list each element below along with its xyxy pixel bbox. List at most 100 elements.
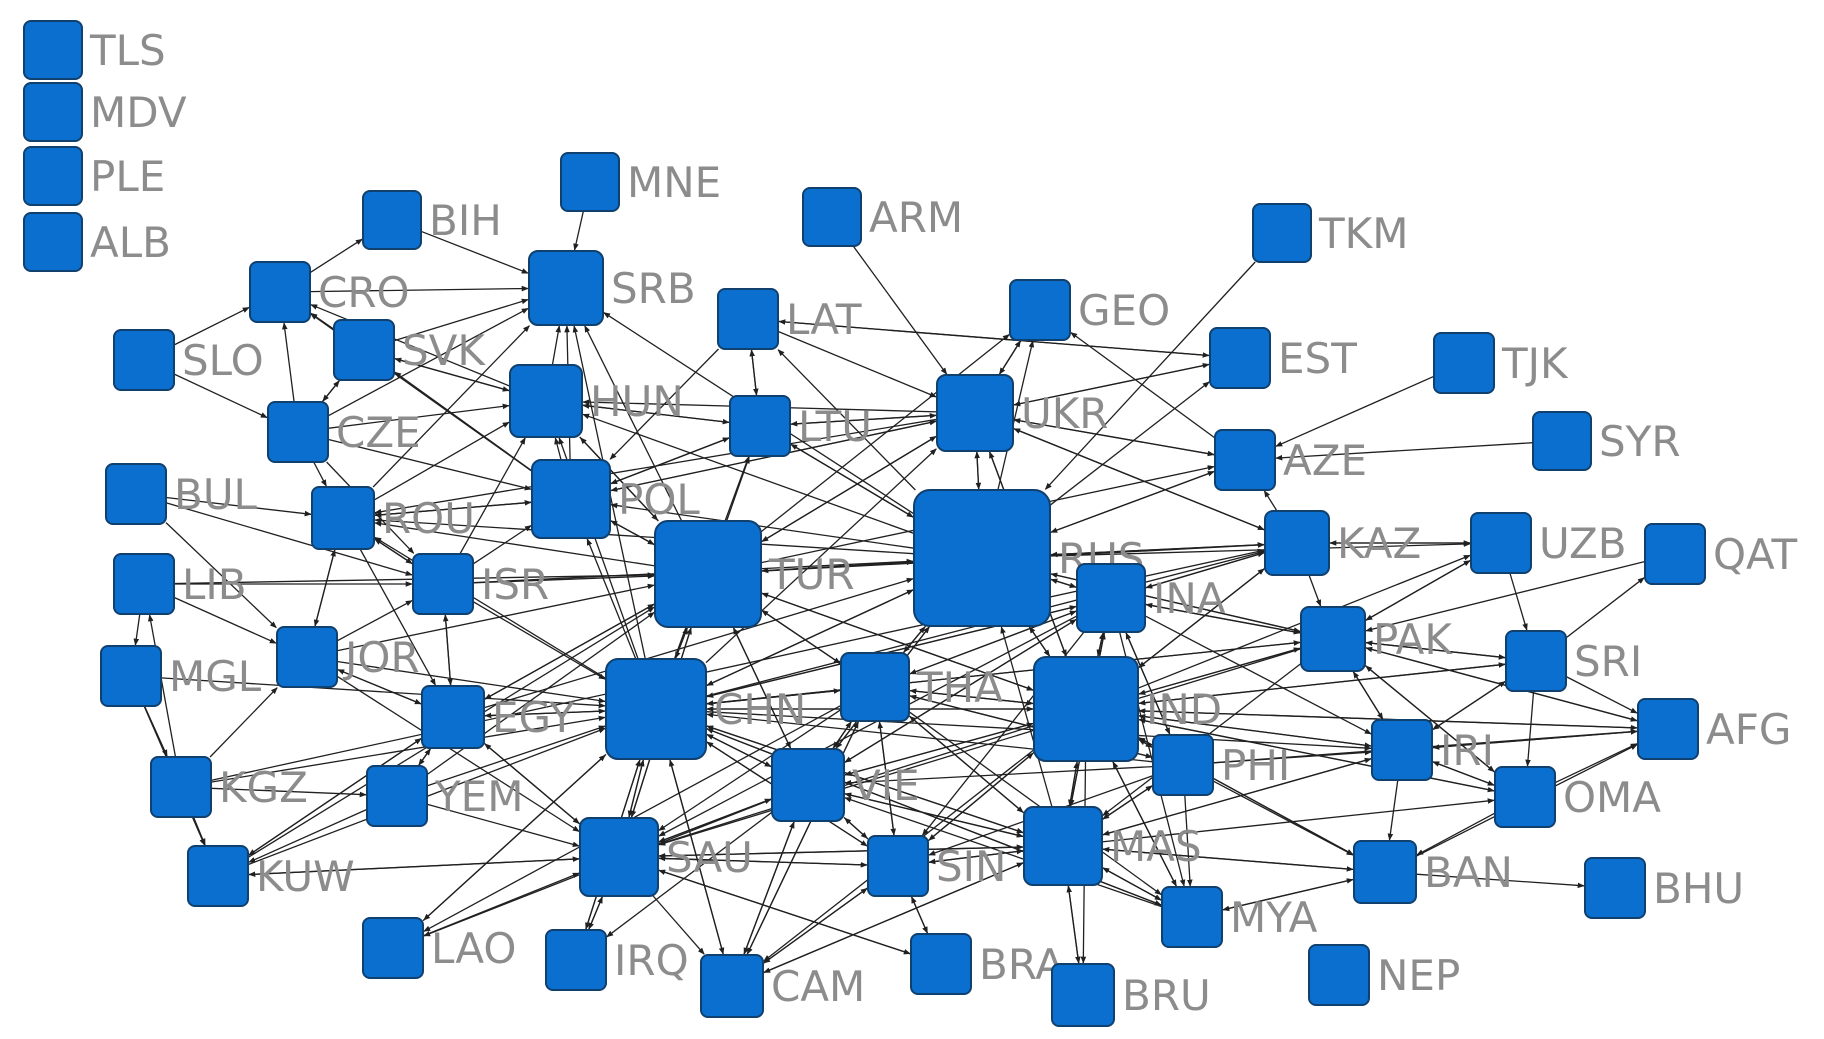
- node-vie[interactable]: VIE: [771, 748, 920, 822]
- node-rou[interactable]: ROU: [311, 486, 475, 550]
- node-box[interactable]: [1076, 563, 1146, 633]
- node-box[interactable]: [105, 463, 167, 525]
- node-box[interactable]: [840, 652, 910, 722]
- node-phi[interactable]: PHI: [1152, 734, 1290, 796]
- node-box[interactable]: [509, 364, 583, 438]
- node-box[interactable]: [23, 146, 83, 206]
- node-box[interactable]: [605, 658, 707, 760]
- node-pak[interactable]: PAK: [1300, 606, 1453, 672]
- node-slo[interactable]: SLO: [113, 329, 264, 391]
- node-box[interactable]: [249, 261, 311, 323]
- node-mgl[interactable]: MGL: [100, 645, 262, 707]
- node-syr[interactable]: SYR: [1532, 411, 1681, 471]
- node-geo[interactable]: GEO: [1009, 279, 1170, 341]
- node-box[interactable]: [1051, 963, 1115, 1027]
- node-box[interactable]: [579, 817, 659, 897]
- node-isr[interactable]: ISR: [412, 553, 549, 615]
- node-box[interactable]: [276, 626, 338, 688]
- node-box[interactable]: [913, 489, 1051, 627]
- node-ukr[interactable]: UKR: [936, 374, 1108, 452]
- node-cze[interactable]: CZE: [267, 401, 421, 463]
- node-box[interactable]: [654, 520, 762, 628]
- node-arm[interactable]: ARM: [802, 187, 963, 247]
- node-sin[interactable]: SIN: [867, 835, 1006, 897]
- node-bru[interactable]: BRU: [1051, 963, 1211, 1027]
- node-box[interactable]: [1470, 512, 1532, 574]
- node-kgz[interactable]: KGZ: [150, 756, 308, 818]
- node-box[interactable]: [113, 553, 175, 615]
- node-afg[interactable]: AFG: [1637, 698, 1791, 760]
- node-mdv[interactable]: MDV: [23, 82, 187, 142]
- node-srb[interactable]: SRB: [528, 250, 696, 326]
- node-ina[interactable]: INA: [1076, 563, 1226, 633]
- node-box[interactable]: [1584, 857, 1646, 919]
- node-box[interactable]: [717, 288, 779, 350]
- node-uzb[interactable]: UZB: [1470, 512, 1627, 574]
- node-box[interactable]: [1353, 840, 1417, 904]
- node-box[interactable]: [421, 685, 485, 749]
- node-alb[interactable]: ALB: [23, 212, 171, 272]
- node-box[interactable]: [1494, 766, 1556, 828]
- node-box[interactable]: [362, 190, 422, 250]
- node-jor[interactable]: JOR: [276, 626, 420, 688]
- node-box[interactable]: [23, 212, 83, 272]
- node-box[interactable]: [700, 954, 764, 1018]
- node-bhu[interactable]: BHU: [1584, 857, 1744, 919]
- node-tkm[interactable]: TKM: [1252, 203, 1408, 263]
- node-box[interactable]: [1214, 429, 1276, 491]
- node-irq[interactable]: IRQ: [545, 929, 689, 991]
- node-bih[interactable]: BIH: [362, 190, 502, 250]
- node-tur[interactable]: TUR: [654, 520, 855, 628]
- node-box[interactable]: [1308, 944, 1370, 1006]
- node-mas[interactable]: MAS: [1023, 806, 1202, 886]
- node-bul[interactable]: BUL: [105, 463, 258, 525]
- node-tjk[interactable]: TJK: [1433, 332, 1569, 394]
- node-tls[interactable]: TLS: [23, 20, 166, 80]
- node-box[interactable]: [910, 933, 972, 995]
- node-mne[interactable]: MNE: [560, 152, 721, 212]
- node-box[interactable]: [729, 395, 791, 457]
- node-box[interactable]: [1009, 279, 1071, 341]
- node-chn[interactable]: CHN: [605, 658, 806, 760]
- node-box[interactable]: [1371, 719, 1433, 781]
- node-kaz[interactable]: KAZ: [1264, 510, 1421, 576]
- node-lat[interactable]: LAT: [717, 288, 862, 350]
- node-box[interactable]: [545, 929, 607, 991]
- node-tha[interactable]: THA: [840, 652, 1003, 722]
- node-sau[interactable]: SAU: [579, 817, 753, 897]
- node-box[interactable]: [1532, 411, 1592, 471]
- node-box[interactable]: [867, 835, 929, 897]
- node-cam[interactable]: CAM: [700, 954, 865, 1018]
- node-box[interactable]: [1300, 606, 1366, 672]
- node-box[interactable]: [802, 187, 862, 247]
- node-box[interactable]: [412, 553, 474, 615]
- node-ltu[interactable]: LTU: [729, 395, 872, 457]
- node-iri[interactable]: IRI: [1371, 719, 1494, 781]
- node-box[interactable]: [1209, 327, 1271, 389]
- node-box[interactable]: [366, 765, 428, 827]
- node-cro[interactable]: CRO: [249, 261, 410, 323]
- node-svk[interactable]: SVK: [333, 319, 486, 381]
- node-box[interactable]: [1637, 698, 1699, 760]
- node-box[interactable]: [1433, 332, 1495, 394]
- node-egy[interactable]: EGY: [421, 685, 575, 749]
- node-aze[interactable]: AZE: [1214, 429, 1367, 491]
- node-mya[interactable]: MYA: [1161, 886, 1318, 948]
- node-yem[interactable]: YEM: [366, 765, 523, 827]
- node-lao[interactable]: LAO: [362, 917, 516, 979]
- node-box[interactable]: [23, 20, 83, 80]
- node-est[interactable]: EST: [1209, 327, 1357, 389]
- node-lib[interactable]: LIB: [113, 553, 247, 615]
- node-kuw[interactable]: KUW: [187, 845, 355, 907]
- node-nep[interactable]: NEP: [1308, 944, 1460, 1006]
- node-box[interactable]: [560, 152, 620, 212]
- node-box[interactable]: [771, 748, 845, 822]
- node-bra[interactable]: BRA: [910, 933, 1064, 995]
- node-box[interactable]: [150, 756, 212, 818]
- node-box[interactable]: [936, 374, 1014, 452]
- node-box[interactable]: [362, 917, 424, 979]
- node-ind[interactable]: IND: [1033, 656, 1222, 762]
- node-box[interactable]: [1152, 734, 1214, 796]
- node-box[interactable]: [1161, 886, 1223, 948]
- node-pol[interactable]: POL: [531, 459, 700, 539]
